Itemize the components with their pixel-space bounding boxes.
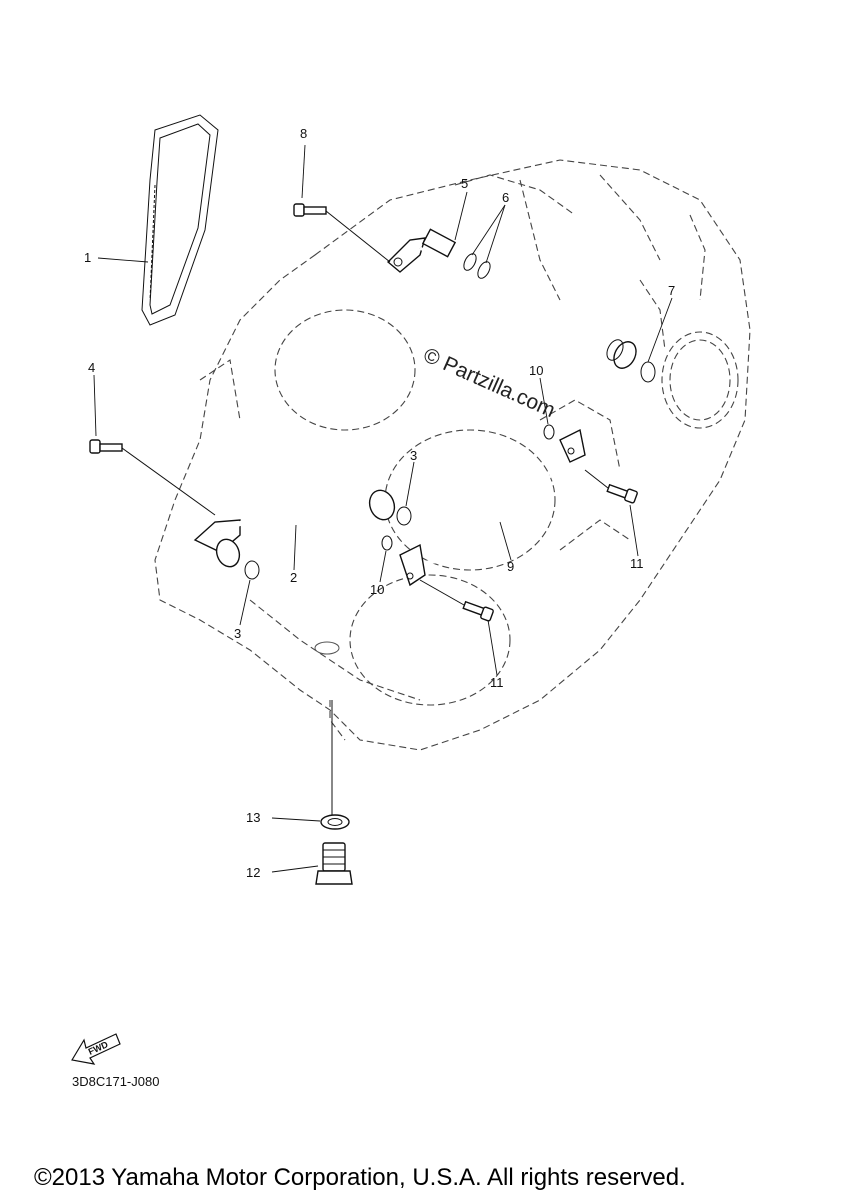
bolt-part-8 xyxy=(293,203,391,263)
callout-10b: 10 xyxy=(370,582,384,597)
callout-7: 7 xyxy=(668,283,675,298)
callout-11a: 11 xyxy=(630,556,644,571)
o-ring-part-10-upper xyxy=(543,424,555,440)
upper-oil-pipe-part xyxy=(386,228,637,369)
callout-9: 9 xyxy=(507,559,514,574)
lower-left-oil-pipe-part xyxy=(193,485,396,568)
callout-1: 1 xyxy=(84,250,91,265)
cam-chain-part xyxy=(141,114,219,326)
forward-arrow-icon: FWD xyxy=(71,1033,121,1065)
callouts: 1 8 5 6 7 4 10 3 2 10 9 11 3 11 13 12 xyxy=(84,126,675,880)
bolt-part-11-upper xyxy=(584,469,638,504)
callout-11b: 11 xyxy=(490,675,504,690)
callout-2: 2 xyxy=(290,570,297,585)
crankcase-housing xyxy=(154,159,751,751)
callout-12: 12 xyxy=(246,865,260,880)
gasket-part-13 xyxy=(320,700,350,830)
callout-6: 6 xyxy=(502,190,509,205)
o-ring-part-7 xyxy=(640,361,656,383)
callout-5: 5 xyxy=(461,176,468,191)
callout-8: 8 xyxy=(300,126,307,141)
callout-13: 13 xyxy=(246,810,260,825)
o-ring-part-3-upper xyxy=(396,506,412,526)
drain-plug-part-12 xyxy=(315,842,353,885)
diagram-code: 3D8C171-J080 xyxy=(72,1074,159,1089)
callout-3b: 3 xyxy=(234,626,241,641)
o-rings-part-6 xyxy=(463,253,491,279)
callout-4: 4 xyxy=(88,360,95,375)
bolt-part-11-lower xyxy=(419,579,494,622)
callout-3a: 3 xyxy=(410,448,417,463)
leader-lines xyxy=(93,144,673,873)
copyright-notice: ©2013 Yamaha Motor Corporation, U.S.A. A… xyxy=(34,1164,686,1191)
bolt-part-4 xyxy=(89,439,216,516)
watermark: © Partzilla.com xyxy=(420,344,559,423)
callout-10a: 10 xyxy=(529,363,543,378)
o-ring-part-3-lower xyxy=(244,560,260,580)
o-ring-part-10-lower xyxy=(381,535,393,551)
middle-oil-pipe-part xyxy=(399,428,586,587)
